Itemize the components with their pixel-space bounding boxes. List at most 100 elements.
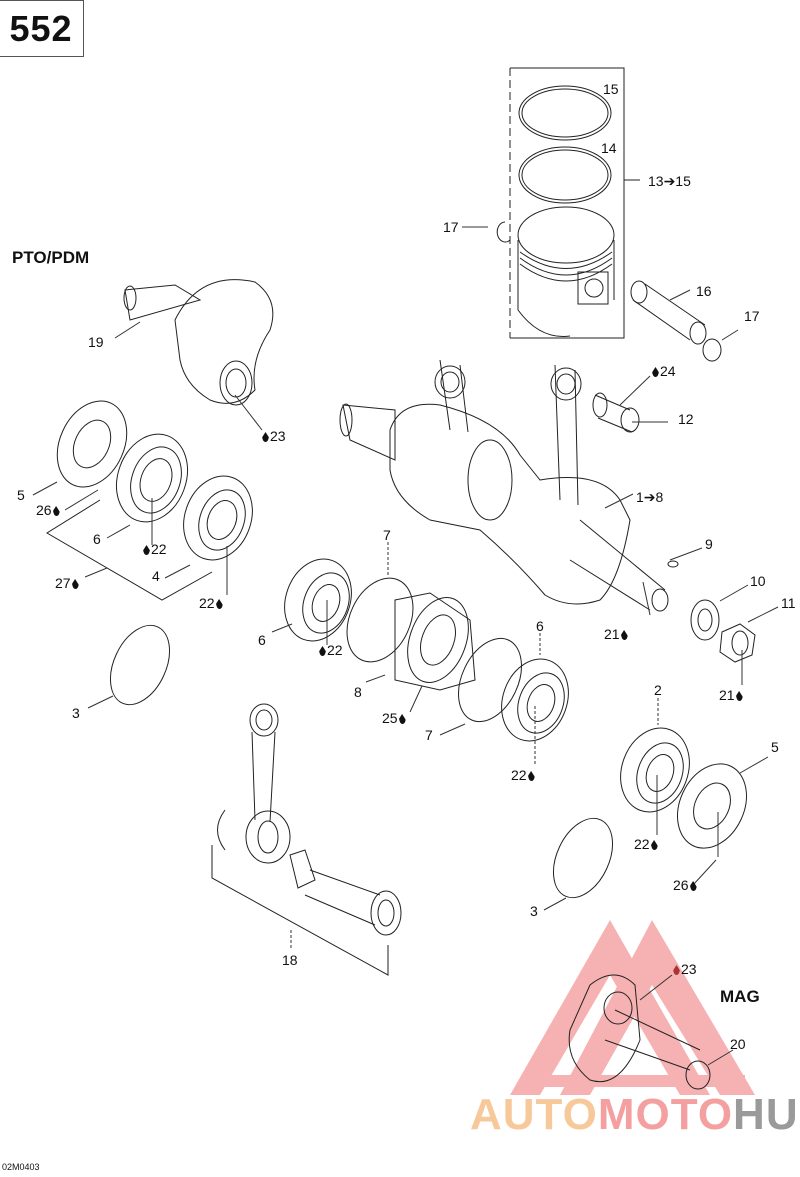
callout-6: 6: [536, 618, 544, 634]
callout-24-text: 24: [660, 363, 676, 379]
lubricant-drop-icon: [215, 599, 223, 609]
callout-22: 22: [142, 542, 167, 556]
lubricant-drop-icon: [689, 881, 697, 891]
piston-ring-15: [518, 85, 612, 141]
lubricant-drop-icon: [620, 630, 628, 640]
bearing-6-center-left: [284, 558, 352, 642]
callout-21-text: 21: [719, 687, 735, 703]
ring-7-lower: [458, 637, 522, 723]
callout-9: 9: [705, 536, 713, 552]
key-9: [667, 560, 679, 568]
callout-22-text: 22: [634, 836, 650, 852]
callout-15: 15: [603, 81, 619, 97]
lubricant-drop-icon: [143, 545, 150, 555]
callout-6: 6: [93, 531, 101, 547]
callout-26-text: 26: [36, 502, 52, 518]
nut-11: [719, 623, 756, 663]
callout-18: 18: [282, 952, 298, 968]
callout-11: 11: [781, 595, 796, 611]
callout-21: 21: [719, 688, 744, 702]
callout-23-text: 23: [270, 428, 286, 444]
piston-ring-14: [518, 146, 612, 204]
page-number-box: 552: [0, 0, 84, 57]
callout-14: 14: [601, 140, 617, 156]
pto-crank-half: [123, 279, 274, 406]
oil-seal-5-pto: [56, 400, 128, 488]
callout-13-15: 13➔15: [648, 173, 691, 189]
callout-2: 2: [654, 682, 662, 698]
lubricant-drop-icon: [398, 714, 406, 724]
callout-22: 22: [318, 643, 343, 657]
callout-23-text: 23: [681, 961, 697, 977]
callout-22-text: 22: [151, 541, 167, 557]
lubricant-drop-icon: [52, 506, 60, 516]
callout-23: 23: [672, 962, 697, 976]
callout-10: 10: [750, 573, 766, 589]
callout-5: 5: [771, 739, 779, 755]
callout-26-text: 26: [673, 877, 689, 893]
circlip-17-right: [702, 338, 722, 362]
watermark-hub: HUB: [733, 1090, 800, 1139]
callout-7: 7: [383, 527, 391, 543]
crankshaft-assembly: [339, 359, 669, 612]
callout-23: 23: [261, 429, 286, 443]
piston: [517, 206, 615, 337]
piston-pin: [630, 280, 707, 345]
ring-7-upper: [346, 577, 414, 663]
lubricant-drop-icon: [652, 367, 659, 377]
callout-1-8: 1➔8: [636, 489, 664, 505]
callout-26: 26: [36, 503, 61, 517]
callout-22: 22: [511, 768, 536, 782]
callout-7: 7: [425, 727, 433, 743]
callout-21: 21: [604, 627, 629, 641]
callout-3: 3: [72, 705, 80, 721]
lubricant-drop-icon: [650, 840, 658, 850]
watermark-text: AUTOMOTOHUB: [470, 1090, 800, 1140]
bearing-6-pto: [116, 433, 188, 523]
bracket-27: [46, 499, 213, 601]
callout-17: 17: [744, 308, 760, 324]
piston-kit-group: [509, 67, 640, 339]
callout-17: 17: [443, 219, 459, 235]
watermark-moto: MOTO: [597, 1090, 734, 1139]
page-number: 552: [9, 7, 73, 49]
lubricant-drop-icon: [71, 579, 79, 589]
callout-8: 8: [354, 684, 362, 700]
mag-crank-half: [568, 974, 711, 1090]
watermark-logo: [510, 920, 755, 1095]
callout-21-text: 21: [604, 626, 620, 642]
watermark-auto: AUTO: [470, 1090, 598, 1139]
bearing-2: [620, 727, 690, 813]
callout-25: 25: [382, 711, 407, 725]
lubricant-drop-icon: [262, 432, 269, 442]
callout-22: 22: [634, 837, 659, 851]
callout-27: 27: [55, 576, 80, 590]
callout-5: 5: [17, 487, 25, 503]
lubricant-drop-icon: [527, 771, 535, 781]
o-ring-3-pto: [109, 624, 171, 706]
needle-bearing-12: [592, 392, 640, 433]
washer-10: [690, 599, 720, 641]
bearing-4: [183, 475, 253, 561]
connecting-rod-kit: [211, 703, 402, 976]
callout-4: 4: [152, 568, 160, 584]
callout-24: 24: [651, 364, 676, 378]
callout-12: 12: [678, 411, 694, 427]
callout-20: 20: [730, 1036, 746, 1052]
callout-22-text: 22: [511, 767, 527, 783]
callout-26: 26: [673, 878, 698, 892]
oil-seal-5-mag: [677, 763, 747, 849]
callout-22: 22: [199, 596, 224, 610]
reference-code: 02M0403: [2, 1162, 40, 1172]
callout-19: 19: [88, 334, 104, 350]
callout-25-text: 25: [382, 710, 398, 726]
o-ring-3-mag: [552, 817, 614, 899]
lubricant-drop-icon: [673, 965, 680, 975]
callout-16: 16: [696, 283, 712, 299]
circlip-17-left: [496, 221, 511, 243]
lubricant-drop-icon: [735, 691, 743, 701]
callout-27-text: 27: [55, 575, 71, 591]
section-label-mag: MAG: [720, 987, 760, 1006]
lubricant-drop-icon: [319, 646, 326, 656]
